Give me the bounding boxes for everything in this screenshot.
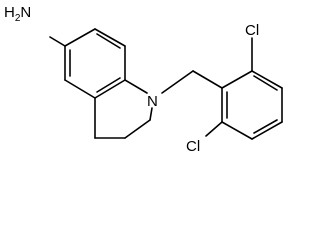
bond	[64, 28, 96, 47]
amine-bond	[49, 36, 66, 47]
bond	[94, 79, 126, 99]
bond	[221, 70, 253, 89]
chlorine-top-label: Cl	[245, 22, 259, 39]
bond	[149, 107, 153, 121]
double-bond-inner	[253, 75, 278, 91]
bond	[251, 70, 283, 89]
double-bond-inner	[96, 33, 121, 49]
dichlorophenyl-ring	[221, 70, 283, 140]
double-bond-inner	[96, 77, 121, 93]
bond	[221, 121, 253, 140]
chemical-structure-diagram: H2N N Cl Cl	[4, 4, 283, 155]
bond	[124, 119, 151, 139]
fused-benzene-ring	[64, 28, 126, 99]
bond	[251, 121, 283, 140]
chlorine-bottom-label: Cl	[186, 138, 200, 155]
ch2-aryl-bond	[192, 70, 223, 89]
n-ch2-bond	[161, 70, 194, 94]
cl-bottom-bond	[205, 121, 223, 137]
amine-label: H2N	[4, 4, 31, 24]
bond	[94, 28, 126, 47]
bond	[64, 79, 96, 99]
bond	[124, 79, 148, 94]
saturated-ring	[94, 79, 153, 139]
double-bond-inner	[253, 119, 278, 134]
ring-nitrogen-label: N	[147, 93, 158, 110]
